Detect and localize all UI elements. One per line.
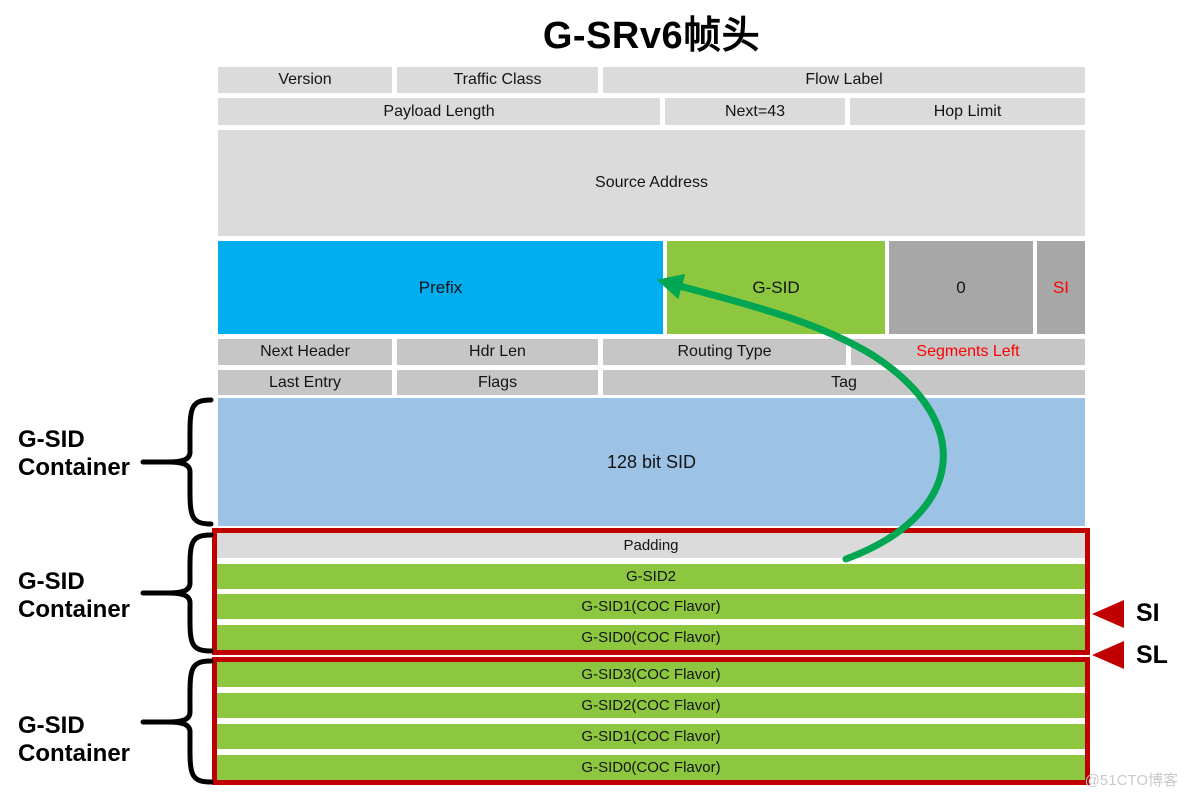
cell-gsid0-coc: G-SID0(COC Flavor) xyxy=(217,624,1085,650)
si-marker-label: SI xyxy=(1136,599,1160,627)
gsid-container-label-1: G-SID Container xyxy=(18,426,168,482)
cell-flow-label: Flow Label xyxy=(603,67,1085,93)
cell-hdr-len: Hdr Len xyxy=(397,339,598,365)
cell-si: SI xyxy=(1037,241,1085,334)
cell-128-bit-sid: 128 bit SID xyxy=(218,398,1085,526)
cell-prefix: Prefix xyxy=(218,241,663,334)
cell-payload-length: Payload Length xyxy=(218,98,660,125)
gsid-container-box-2: G-SID3(COC Flavor) G-SID2(COC Flavor) G-… xyxy=(212,657,1090,785)
cell-routing-type: Routing Type xyxy=(603,339,846,365)
sl-marker-label: SL xyxy=(1136,641,1168,669)
cell-version: Version xyxy=(218,67,392,93)
cell-gsid3-coc: G-SID3(COC Flavor) xyxy=(217,662,1085,687)
cell-traffic-class: Traffic Class xyxy=(397,67,598,93)
cell-gsid2: G-SID2 xyxy=(217,563,1085,589)
label-line: Container xyxy=(18,454,131,481)
cell-source-address: Source Address xyxy=(218,130,1085,236)
watermark: @51CTO博客 xyxy=(1084,772,1178,789)
table-row: 128 bit SID xyxy=(218,398,1085,526)
table-row: Source Address xyxy=(218,130,1085,236)
table-row: Last Entry Flags Tag xyxy=(218,370,1085,395)
cell-next-43: Next=43 xyxy=(665,98,845,125)
si-triangle-icon xyxy=(1092,600,1124,628)
table-row: Next Header Hdr Len Routing Type Segment… xyxy=(218,339,1085,365)
label-line: G-SID xyxy=(18,712,85,739)
cell-flags: Flags xyxy=(397,370,598,395)
cell-gsid: G-SID xyxy=(667,241,885,334)
table-row: Payload Length Next=43 Hop Limit xyxy=(218,98,1085,125)
cell-gsid1-coc: G-SID1(COC Flavor) xyxy=(217,594,1085,620)
sl-triangle-icon xyxy=(1092,641,1124,669)
cell-gsid0-coc: G-SID0(COC Flavor) xyxy=(217,755,1085,780)
cell-tag: Tag xyxy=(603,370,1085,395)
gsid-container-label-3: G-SID Container xyxy=(18,712,168,768)
label-line: Container xyxy=(18,740,131,767)
gsid-container-label-2: G-SID Container xyxy=(18,568,168,624)
table-row: Version Traffic Class Flow Label xyxy=(218,67,1085,93)
table-row: Prefix G-SID 0 SI xyxy=(218,241,1085,334)
gsid-container-box-1: Padding G-SID2 G-SID1(COC Flavor) G-SID0… xyxy=(212,528,1090,655)
cell-padding: Padding xyxy=(217,533,1085,558)
label-line: Container xyxy=(18,596,131,623)
page-title: G-SRv6帧头 xyxy=(542,15,761,57)
cell-hop-limit: Hop Limit xyxy=(850,98,1085,125)
cell-last-entry: Last Entry xyxy=(218,370,392,395)
cell-next-header: Next Header xyxy=(218,339,392,365)
label-line: G-SID xyxy=(18,568,85,595)
cell-gsid2-coc: G-SID2(COC Flavor) xyxy=(217,693,1085,718)
cell-segments-left: Segments Left xyxy=(851,339,1085,365)
label-line: G-SID xyxy=(18,426,85,453)
cell-zero: 0 xyxy=(889,241,1033,334)
cell-gsid1-coc: G-SID1(COC Flavor) xyxy=(217,724,1085,749)
